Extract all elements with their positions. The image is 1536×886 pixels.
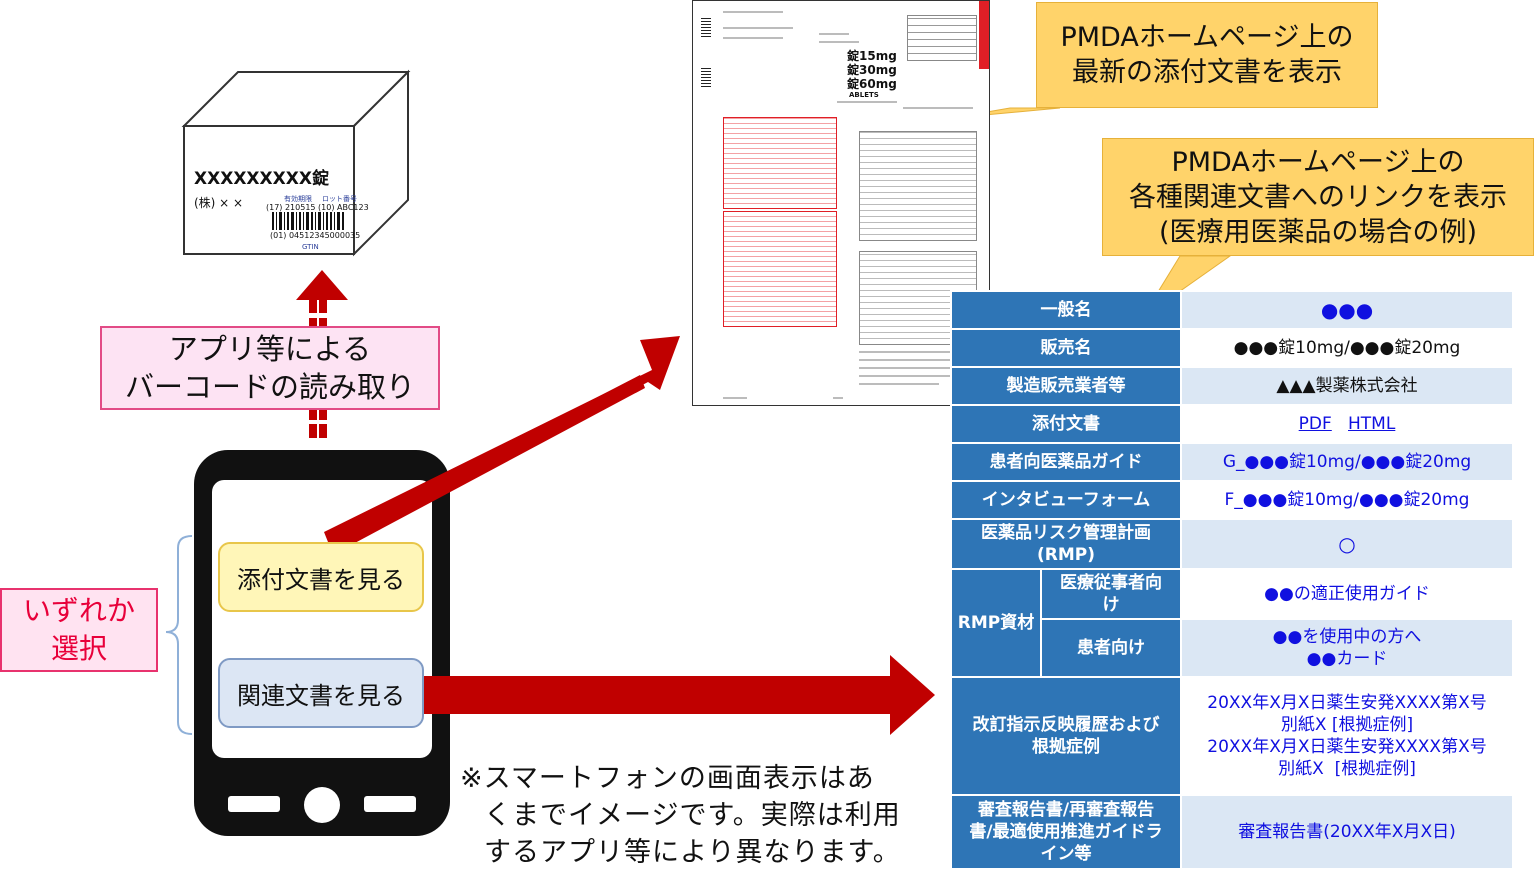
manufacturer-label: 製造販売業者等 [950,366,1182,406]
document-barcode-icon [701,17,711,37]
review-report-label: 審査報告書/再審査報告 書/最適使用推進ガイドラ イン等 [950,794,1182,870]
revision-attachment-2[interactable]: 別紙X [1278,759,1324,779]
table-row: 審査報告書/再審査報告 書/最適使用推進ガイドラ イン等 審査報告書(20XX年… [950,794,1514,870]
patient-guide-label: 患者向医薬品ガイド [950,442,1182,482]
for-professionals-line2: け [1102,595,1120,615]
manufacturer-value: ▲▲▲製薬株式会社 [1180,366,1514,406]
general-name-value: ●●● [1180,290,1514,330]
table-row: インタビューフォーム F_●●●錠10mg/●●●錠20mg [950,480,1514,520]
table-row: 医薬品リスク管理計画 (RMP) ○ [950,518,1514,570]
barcode-read-label-line1: アプリ等による [168,332,372,366]
barcode-read-label: アプリ等による バーコードの読み取り [100,326,440,410]
document-ablets: ABLETS [849,91,879,99]
disclaimer-line2: くまでイメージです。実際は利用 [484,800,901,831]
callout-links-line1: PMDAホームページ上の [1171,146,1465,178]
view-related-documents-button[interactable]: 関連文書を見る [218,658,424,728]
table-row: 改訂指示反映履歴および 根拠症例 20XX年X月X日薬生安発XXXX第X号 別紙… [950,676,1514,796]
package-code-line1: (17) 210515 (10) ABC123 [266,203,369,212]
patient-guide-link[interactable]: G_●●●錠10mg/●●●錠20mg [1180,442,1514,482]
callout-related-links: PMDAホームページ上の 各種関連文書へのリンクを表示 (医療用医薬品の場合の例… [1102,138,1534,256]
package-code-line2: (01) 04512345000035 [270,231,361,240]
for-professionals-line1: 医療従事者向 [1060,573,1162,593]
table-row: 添付文書 PDF HTML [950,404,1514,444]
package-product-name: XXXXXXXXX錠 [194,169,329,189]
any-select-line1: いずれか [22,594,135,627]
revision-history-label: 改訂指示反映履歴および 根拠症例 [950,676,1182,796]
package-lot-label: ロット番号 [322,195,357,203]
related-documents-table: 一般名 ●●● 販売名 ●●●錠10mg/●●●錠20mg 製造販売業者等 ▲▲… [950,290,1514,870]
callout-links-line3: (医療用医薬品の場合の例) [1158,216,1478,248]
rmp-label-line1: 医薬品リスク管理計画 [981,523,1151,543]
document-red-bar [979,1,989,69]
for-professionals-link[interactable]: ●●の適正使用ガイド [1180,568,1514,620]
callout-latest-line1: PMDAホームページ上の [1060,22,1354,53]
table-row: 一般名 ●●● [950,290,1514,330]
rmp-link[interactable]: ○ [1180,518,1514,570]
review-label-line1: 審査報告書/再審査報告 [977,800,1155,820]
package-insert-links: PDF HTML [1180,404,1514,444]
revision-label-line1: 改訂指示反映履歴および [972,715,1160,735]
read-barcode-arrow [296,270,348,438]
document-contraindication-box [723,211,837,327]
table-row: 患者向け ●●を使用中の方へ ●●カード [951,618,1514,678]
callout-latest-line2: 最新の添付文書を表示 [1072,57,1342,88]
document-strength-30: 錠30mg [847,63,897,77]
for-professionals-label: 医療従事者向 け [1040,568,1182,620]
barcode-graphic [272,212,344,230]
package-insert-document: 錠15mg 錠30mg 錠60mg ABLETS [692,0,990,406]
any-select-line2: 選択 [50,632,107,665]
arrow-to-table [420,655,935,735]
revision-history-links: 20XX年X月X日薬生安発XXXX第X号 別紙X [根拠症例] 20XX年X月X… [1180,676,1514,796]
for-patients-label: 患者向け [1040,618,1182,678]
html-link[interactable]: HTML [1348,414,1396,434]
callout-latest-package-insert: PMDAホームページ上の 最新の添付文書を表示 [1036,2,1378,108]
pdf-link[interactable]: PDF [1298,414,1332,434]
interview-form-link[interactable]: F_●●●錠10mg/●●●錠20mg [1180,480,1514,520]
document-strength-15: 錠15mg [847,49,897,63]
selection-brace [165,535,193,735]
any-select-label: いずれか 選択 [0,588,158,672]
revision-link-2[interactable]: 20XX年X月X日薬生安発XXXX第X号 [1207,737,1487,757]
disclaimer-note: ※スマートフォンの画面表示はあ くまでイメージです。実際は利用 するアプリ等によ… [460,760,940,871]
for-patients-link[interactable]: ●●を使用中の方へ ●●カード [1180,618,1514,678]
package-expiry-label: 有効期限 [284,195,312,203]
revision-link-1[interactable]: 20XX年X月X日薬生安発XXXX第X号 [1207,693,1487,713]
document-strength-60: 錠60mg [847,77,897,91]
view-package-insert-button[interactable]: 添付文書を見る [218,542,424,612]
brand-name-value: ●●●錠10mg/●●●錠20mg [1180,328,1514,368]
table-row: 製造販売業者等 ▲▲▲製薬株式会社 [950,366,1514,406]
rmp-materials-label: RMP資材 [950,568,1042,678]
package-maker: (株) × × [194,196,244,210]
for-patients-line2: ●●カード [1306,649,1388,669]
barcode-read-label-line2: バーコードの読み取り [124,370,415,404]
review-label-line2: 書/最適使用推進ガイドラ [969,822,1163,842]
table-row: 販売名 ●●●錠10mg/●●●錠20mg [950,328,1514,368]
general-name-label: 一般名 [950,290,1182,330]
review-label-line3: イン等 [1040,844,1092,864]
rmp-label-line2: (RMP) [1036,545,1095,565]
table-row: 患者向医薬品ガイド G_●●●錠10mg/●●●錠20mg [950,442,1514,482]
document-warning-box [723,117,837,209]
arrow-to-document [324,336,680,552]
disclaimer-line1: ※スマートフォンの画面表示はあ [460,763,875,794]
package-box [181,69,411,257]
rmp-label: 医薬品リスク管理計画 (RMP) [950,518,1182,570]
for-patients-line1: ●●を使用中の方へ [1272,627,1422,647]
revision-cases-1[interactable]: [根拠症例] [1331,715,1414,735]
package-gtin-label: GTIN [302,243,319,251]
package-insert-label: 添付文書 [950,404,1182,444]
callout-links-line2: 各種関連文書へのリンクを表示 [1129,181,1507,213]
brand-name-label: 販売名 [950,328,1182,368]
document-composition-table [859,131,977,241]
revision-label-line2: 根拠症例 [1032,737,1100,757]
revision-attachment-1[interactable]: 別紙X [1280,715,1327,735]
revision-cases-2[interactable]: [根拠症例] [1334,759,1416,779]
review-report-link[interactable]: 審査報告書(20XX年X月X日) [1180,794,1514,870]
table-row: RMP資材 医療従事者向 け ●●の適正使用ガイド [950,568,1514,678]
document-barcode-icon [701,67,711,87]
disclaimer-line3: するアプリ等により異なります。 [484,837,901,868]
interview-form-label: インタビューフォーム [950,480,1182,520]
